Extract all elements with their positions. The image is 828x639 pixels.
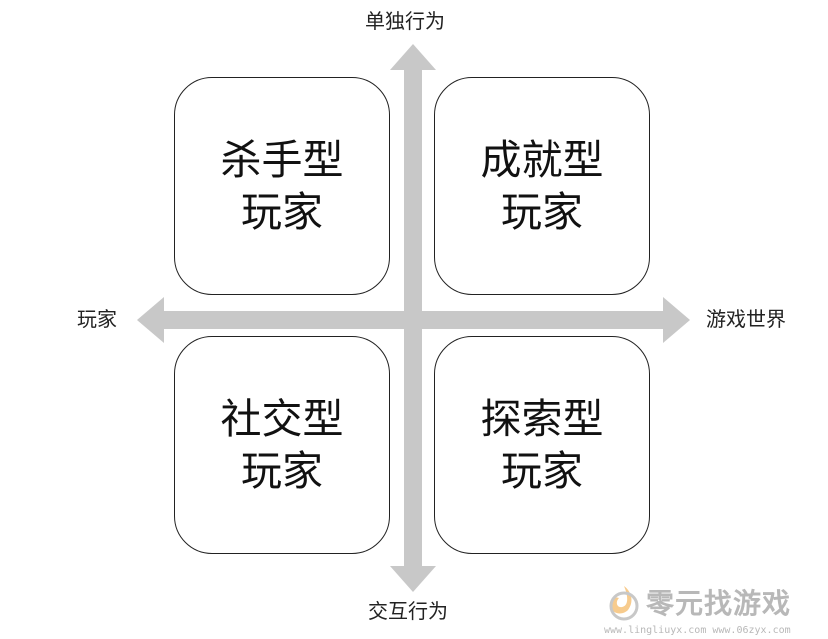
quadrant-line1: 成就型 [480,135,604,184]
watermark: 零元找游戏 www.lingliuyx.com www.06zyx.com [600,578,822,636]
quadrant-line2: 玩家 [241,447,323,495]
axis-label-top: 单独行为 [365,9,445,33]
quadrant-socializer: 社交型 玩家 [174,336,390,554]
quadrant-line2: 玩家 [501,447,583,495]
quadrant-line1: 杀手型 [220,135,344,184]
quadrant-killer: 杀手型 玩家 [174,77,390,295]
watermark-subtitle: www.lingliuyx.com www.06zyx.com [604,625,791,636]
watermark-title: 零元找游戏 [646,587,792,620]
arrow-right-icon [663,297,690,343]
quadrant-line2: 玩家 [241,188,323,236]
quadrant-line1: 探索型 [480,394,604,443]
axis-label-right: 游戏世界 [706,307,786,331]
arrow-left-icon [137,297,164,343]
quadrant-explorer: 探索型 玩家 [434,336,650,554]
axis-label-left: 玩家 [77,307,117,331]
quadrant-line1: 社交型 [220,394,344,443]
quadrant-line2: 玩家 [501,188,583,236]
axis-label-bottom: 交互行为 [368,599,448,623]
quadrant-achiever: 成就型 玩家 [434,77,650,295]
arrow-down-icon [390,566,436,592]
watermark-logo-icon [609,586,639,621]
arrow-up-icon [390,44,436,70]
horizontal-axis-line [160,311,666,329]
